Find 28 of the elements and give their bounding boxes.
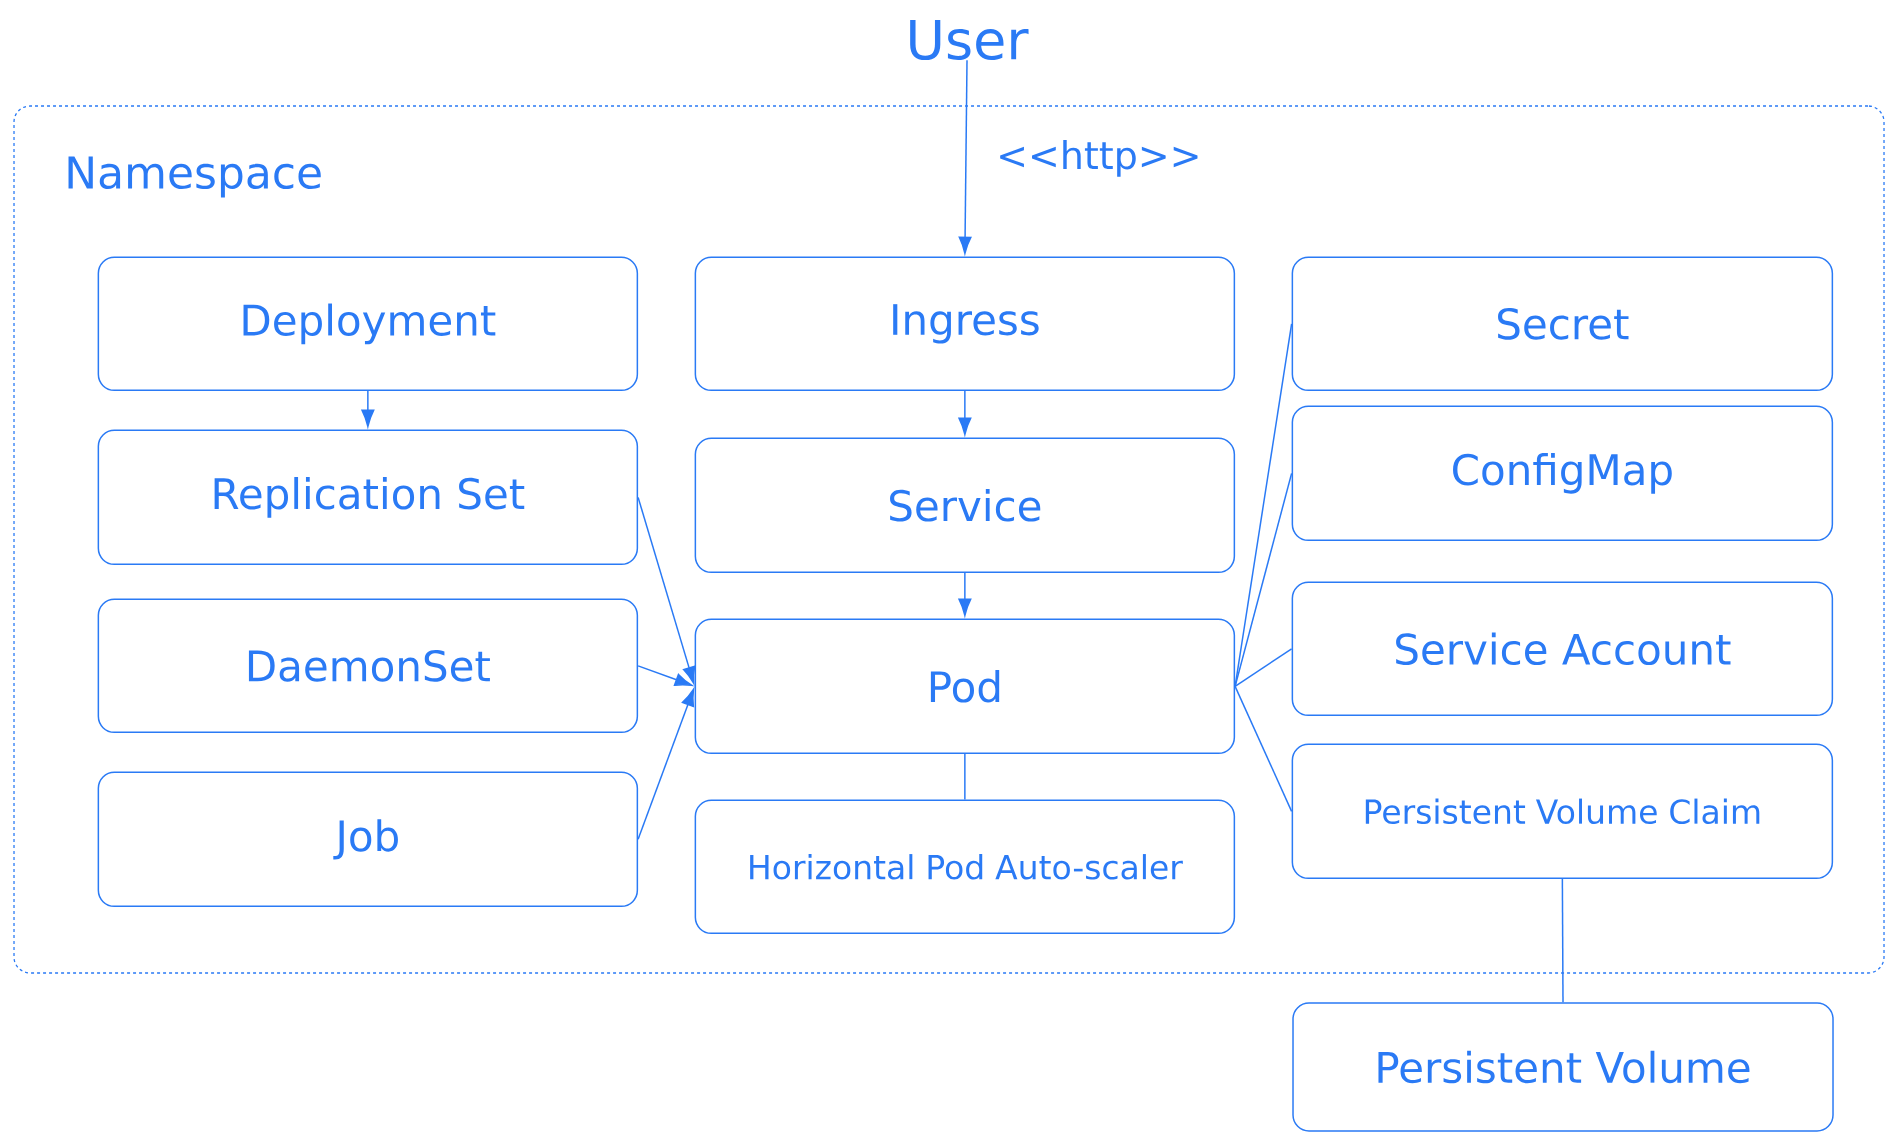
resource-box: Job xyxy=(97,771,639,908)
user-label: User xyxy=(910,19,1029,61)
connector-line xyxy=(1561,878,1564,1003)
connector-line xyxy=(1234,323,1293,688)
resource-box: Secret xyxy=(1291,256,1834,392)
connector-line xyxy=(964,753,966,801)
connector-line xyxy=(1234,472,1293,688)
connector-line xyxy=(1234,685,1293,813)
resource-box: Replication Set xyxy=(97,429,639,566)
resource-box: Service xyxy=(694,437,1236,574)
connector-line xyxy=(1234,648,1293,688)
arrow xyxy=(637,496,696,684)
arrow xyxy=(958,59,972,255)
resource-box: Horizontal Pod Auto-scaler xyxy=(694,799,1236,935)
resource-box: Deployment xyxy=(97,256,639,392)
arrow xyxy=(958,572,972,617)
arrow xyxy=(958,390,972,436)
edge-label: <<http>> xyxy=(1000,140,1198,177)
resource-box: Ingress xyxy=(694,256,1236,392)
resource-box: Persistent Volume xyxy=(1292,1002,1834,1132)
arrow xyxy=(637,665,693,686)
resource-box: ConfigMap xyxy=(1291,405,1834,542)
resource-box: Service Account xyxy=(1291,581,1834,717)
arrow xyxy=(637,688,695,841)
resource-box: Pod xyxy=(694,618,1236,755)
resource-box: DaemonSet xyxy=(97,598,639,734)
resource-box: Persistent Volume Claim xyxy=(1291,743,1834,880)
arrow xyxy=(361,390,375,428)
